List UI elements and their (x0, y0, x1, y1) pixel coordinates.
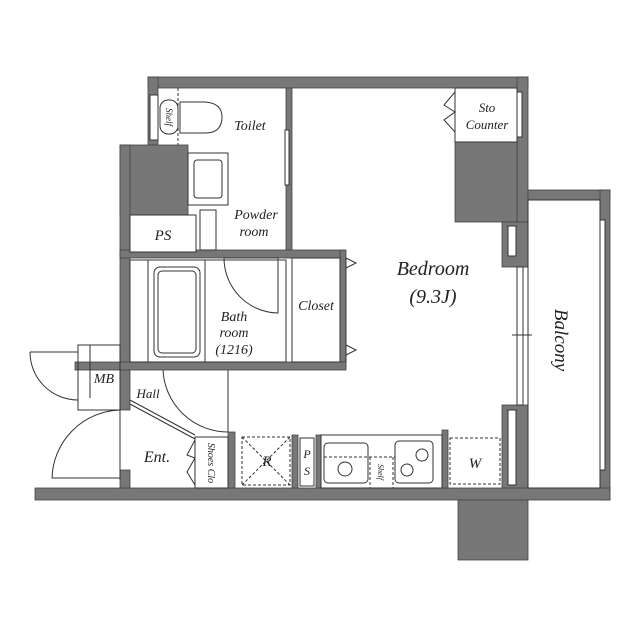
label-balcony: Balcony (550, 309, 571, 372)
label-sto: Sto (479, 100, 496, 115)
label-powder-room: room (239, 225, 268, 240)
label-kitchen-shelf: Shelf (376, 464, 385, 482)
label-counter: Counter (466, 117, 510, 132)
fridge-space (241, 436, 291, 486)
mb-door[interactable] (29, 351, 79, 401)
label-powder: Powder (233, 208, 278, 223)
label-shelf: Shelf (164, 108, 174, 127)
kitchen-counter (320, 434, 443, 489)
balcony-area (527, 199, 601, 489)
mb-closet (77, 344, 121, 411)
label-bedroom-size: (9.3J) (409, 286, 457, 308)
bath-door[interactable] (223, 257, 279, 314)
label-entrance: Ent. (143, 449, 170, 466)
label-toilet: Toilet (234, 119, 266, 134)
shelf-fixture (159, 99, 179, 135)
stove-icon (394, 440, 434, 484)
step-line (129, 399, 196, 440)
balcony-door[interactable] (516, 266, 524, 406)
label-bedroom: Bedroom (397, 258, 470, 280)
label-closet: Closet (298, 299, 335, 314)
label-mb: MB (93, 372, 115, 387)
label-hall: Hall (135, 386, 160, 401)
label-bath: Bath (221, 310, 247, 325)
label-bath-room: room (219, 326, 248, 341)
toilet-icon (179, 101, 223, 134)
shoes-closet (194, 436, 229, 489)
ps-box (129, 214, 197, 253)
label-bath-size: (1216) (215, 343, 253, 358)
label-ps-kitchen-p: P (302, 447, 311, 461)
bathtub-icon (153, 266, 201, 358)
toilet-sliding-door[interactable] (284, 129, 290, 186)
label-washer: W (469, 456, 483, 472)
hall-door[interactable] (162, 369, 229, 433)
walls (34, 76, 611, 561)
label-ps-kitchen-s: S (304, 464, 310, 478)
balcony-window (599, 219, 606, 471)
label-ps: PS (154, 228, 172, 244)
label-shoes-closet: Shoes Clo (205, 443, 216, 483)
washer-space (449, 437, 501, 485)
entrance-door[interactable] (51, 409, 121, 480)
label-fridge: R (261, 454, 271, 470)
